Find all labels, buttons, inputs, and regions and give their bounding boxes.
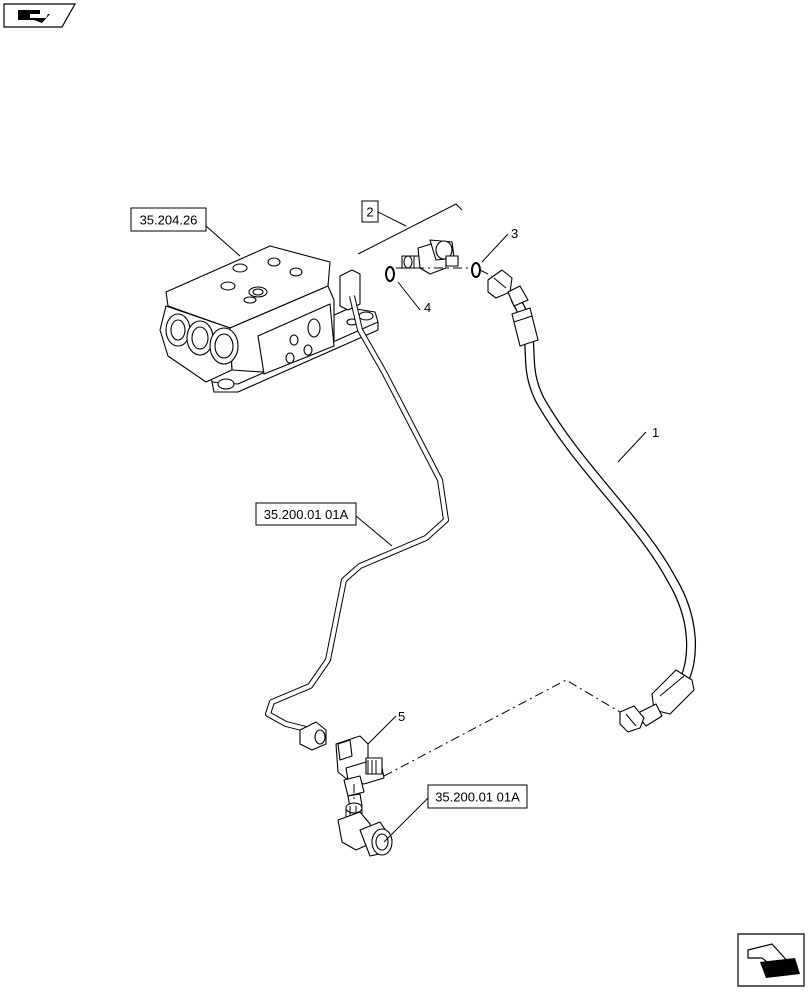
o-ring-3 — [471, 262, 481, 278]
item-2-label: 2 — [366, 205, 373, 220]
callout-tube-ref[interactable]: 35.200.01 01A — [255, 502, 357, 526]
callout-valve-ref-text: 35.204.26 — [140, 213, 198, 228]
leader-item-4 — [397, 281, 421, 311]
callout-tube-ref-text: 35.200.01 01A — [264, 507, 349, 522]
elbow-adaptor — [401, 239, 459, 275]
alignment-line — [479, 269, 493, 277]
callout-elbow-ref[interactable]: 35.200.01 01A — [427, 784, 528, 809]
tee-fitting — [335, 735, 385, 809]
leader-item-5 — [367, 715, 397, 745]
tube-nut — [299, 721, 327, 751]
book-icon[interactable] — [3, 3, 77, 28]
rigid-tube — [265, 295, 449, 733]
control-valve-block — [159, 245, 379, 393]
leader-item-3 — [481, 233, 509, 263]
item-4-label: 4 — [424, 300, 431, 315]
callout-item-2[interactable]: 2 — [361, 200, 379, 223]
leader-valve — [205, 225, 241, 257]
item-3-label: 3 — [511, 226, 518, 241]
callout-elbow-ref-text: 35.200.01 01A — [435, 790, 520, 805]
item-1-label: 1 — [652, 425, 659, 440]
leader-tube — [355, 515, 393, 547]
item-5-label: 5 — [398, 709, 405, 724]
leader-item-1 — [617, 431, 647, 463]
callout-valve-ref[interactable]: 35.204.26 — [130, 207, 207, 232]
item-2-leader — [377, 211, 407, 227]
elbow-fitting — [337, 802, 393, 857]
arrow-icon[interactable] — [737, 933, 805, 987]
leader-elbow — [383, 797, 429, 843]
flexible-hose — [487, 269, 696, 733]
alignment-line — [383, 679, 621, 777]
o-ring-4 — [385, 266, 395, 282]
item-2-bracket — [357, 203, 463, 255]
